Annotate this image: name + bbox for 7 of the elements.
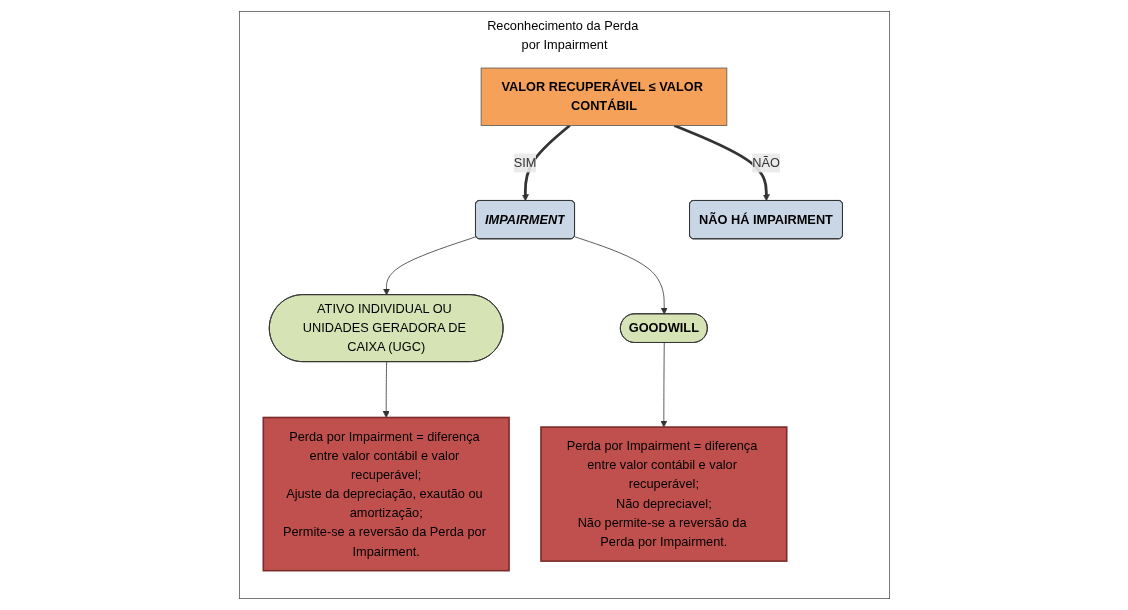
- edge-label: SIM: [513, 155, 536, 170]
- edge-label: NÃO: [751, 155, 780, 170]
- node-box: Perda por Impairment = diferença entre valor contábil e valor recuperável; Não depreciavel; Não permite-se a reversão da Perda por Impairment.: [539, 426, 787, 562]
- arrow: [521, 124, 571, 202]
- node-box: VALOR RECUPERÁVEL ≤ VALOR CONTÁBIL: [480, 67, 727, 126]
- node-box: Perda por Impairment = diferença entre valor contábil e valor recuperável; Ajuste da depreciação, exautão ou amortização; Permite-se a reversão da Perda por Impairment.: [262, 416, 510, 572]
- arrow: [673, 124, 770, 202]
